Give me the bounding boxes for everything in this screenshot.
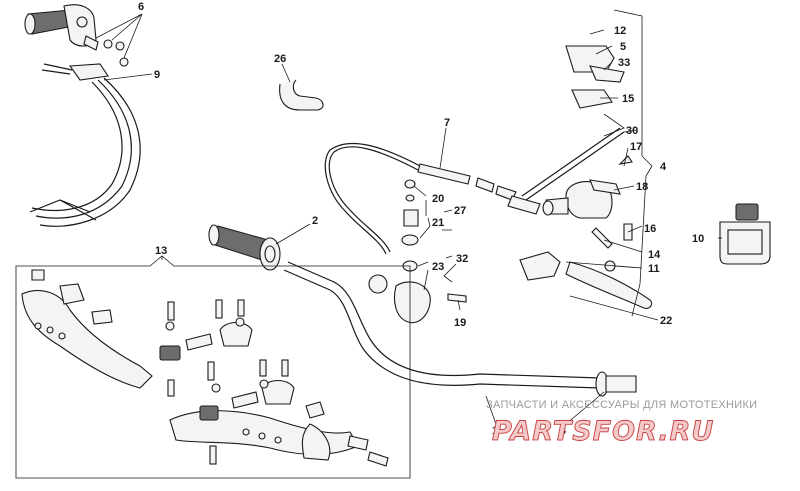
cable-clamp: [279, 79, 324, 111]
leader-lines: [95, 9, 722, 425]
brake-fluid-bottle: [719, 203, 771, 265]
callout-7: 7: [444, 117, 450, 129]
callout-6: 6: [138, 1, 144, 13]
callout-33: 33: [618, 57, 630, 69]
clutch-hose-fittings: [368, 179, 541, 324]
callout-30: 30: [626, 125, 638, 137]
callout-23: 23: [432, 261, 444, 273]
callout-26: 26: [274, 53, 286, 65]
callout-16: 16: [644, 223, 656, 235]
callout-11: 11: [648, 263, 660, 275]
handguard-mounts: [31, 269, 389, 467]
callout-13: 13: [155, 245, 167, 257]
brake-lever: [519, 155, 653, 309]
callout-22: 22: [660, 315, 672, 327]
callout-32: 32: [456, 253, 468, 265]
callout-20: 20: [432, 193, 444, 205]
callout-4: 4: [660, 161, 667, 173]
callout-10: 10: [692, 233, 704, 245]
callout-19: 19: [454, 317, 466, 329]
callout-15: 15: [622, 93, 634, 105]
handguard-kit-frame: [15, 255, 411, 479]
handguard-bolts: [165, 299, 289, 465]
handguard-left: [21, 283, 153, 389]
master-cylinder: [542, 45, 625, 219]
grip-screws: [103, 39, 129, 67]
callout-1: 1: [492, 425, 498, 437]
callout-9: 9: [154, 69, 160, 81]
hydraulic-hose: [521, 127, 625, 201]
callout-27: 27: [454, 205, 466, 217]
callout-14: 14: [648, 249, 661, 261]
throttle-cables: [29, 63, 141, 227]
watermark-brand[interactable]: PARTSFOR.RU: [492, 416, 714, 448]
throttle-grip: [24, 4, 99, 51]
callout-3: 3: [560, 425, 566, 437]
callout-5: 5: [620, 41, 626, 53]
handguard-right: [169, 410, 359, 461]
callout-17: 17: [630, 141, 642, 153]
callout-18: 18: [636, 181, 648, 193]
callout-numbers: 6 9 26 7 2 13 20 27 21 32 23 19 12 5 33 …: [138, 1, 704, 437]
watermark-tagline: ЗАПЧАСТИ И АКСЕССУАРЫ ДЛЯ МОТОТЕХНИКИ: [486, 399, 757, 411]
callout-21: 21: [432, 217, 444, 229]
callout-2: 2: [312, 215, 318, 227]
callout-12: 12: [614, 25, 626, 37]
handlebar: [283, 261, 637, 397]
left-grip: [208, 224, 281, 271]
clutch-cable: [324, 142, 517, 255]
